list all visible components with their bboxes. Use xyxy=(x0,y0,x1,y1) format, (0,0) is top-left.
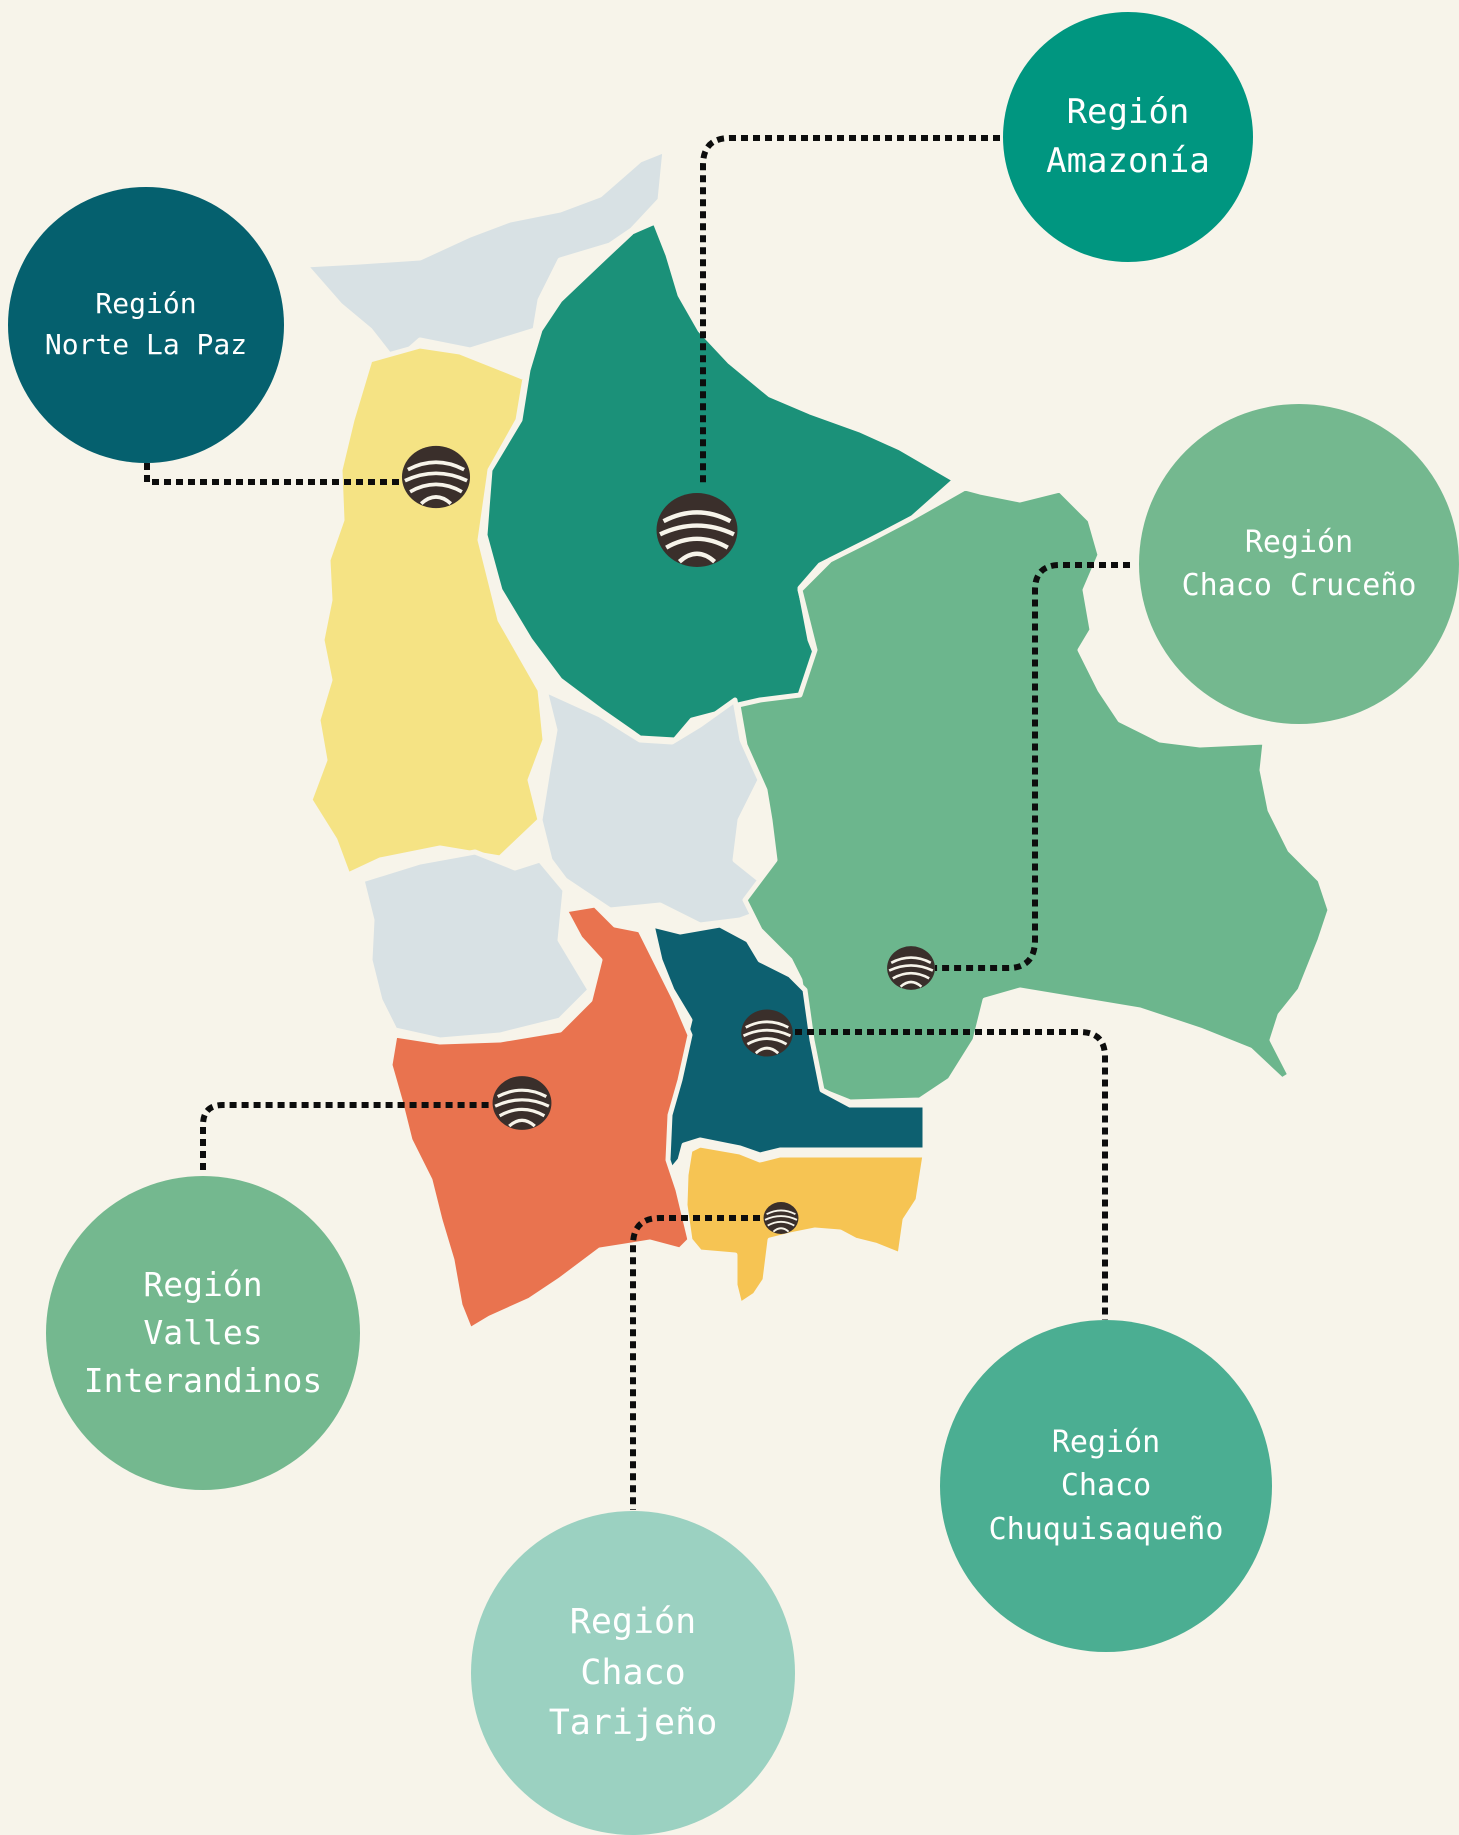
layered-dome-marker-icon[interactable] xyxy=(741,1009,793,1057)
region-circle-amazonia[interactable]: Región Amazonía xyxy=(1003,12,1253,262)
connector-norte-la-paz xyxy=(144,463,400,485)
map-area-southwest-gray xyxy=(359,849,593,1043)
region-label: Región Valles Interandinos xyxy=(83,1265,323,1400)
layered-dome-marker-icon[interactable] xyxy=(887,946,935,990)
layered-dome-marker-icon[interactable] xyxy=(401,445,471,509)
region-label: Región Norte La Paz xyxy=(44,287,248,361)
layered-dome-marker-icon[interactable] xyxy=(492,1076,552,1130)
layered-dome-marker-icon[interactable] xyxy=(656,493,738,567)
region-markers xyxy=(401,445,935,1234)
region-label: Región Chaco Chuquisaqueño xyxy=(988,1424,1224,1547)
map-area-chaco-tarijeno xyxy=(682,1142,928,1308)
connector-amazonia xyxy=(700,135,1000,485)
connector-valles-interandinos xyxy=(200,1102,490,1170)
layered-dome-marker-icon[interactable] xyxy=(763,1202,799,1234)
region-circle-valles-interandinos[interactable]: Región Valles Interandinos xyxy=(46,1176,360,1490)
region-circle-chaco-chuquisaqueno[interactable]: Región Chaco Chuquisaqueño xyxy=(940,1320,1272,1652)
region-label: Región Amazonía xyxy=(1046,91,1210,181)
connector-lines xyxy=(144,135,1130,1510)
region-circle-chaco-tarijeno[interactable]: Región Chaco Tarijeño xyxy=(471,1511,795,1835)
region-label: Región Chaco Tarijeño xyxy=(548,1601,718,1744)
region-label: Región Chaco Cruceño xyxy=(1181,524,1417,604)
connector-chaco-chuquisaqueno xyxy=(795,1029,1108,1320)
region-circle-chaco-cruceno[interactable]: Región Chaco Cruceño xyxy=(1139,404,1459,724)
connector-chaco-cruceno xyxy=(935,562,1130,971)
connector-chaco-tarijeno xyxy=(630,1215,760,1510)
region-circle-norte-la-paz[interactable]: Región Norte La Paz xyxy=(8,187,284,463)
